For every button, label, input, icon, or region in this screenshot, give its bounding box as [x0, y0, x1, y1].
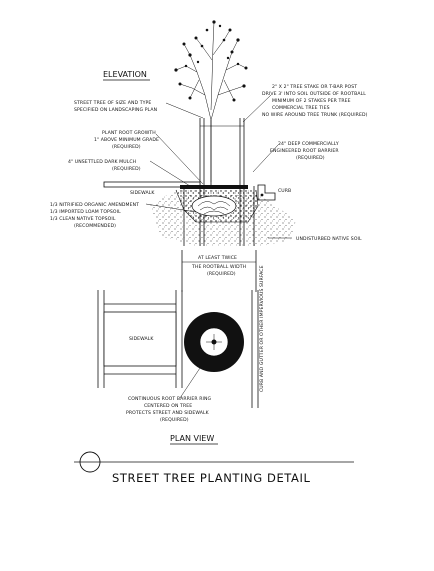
elevation-left-leaders: [145, 102, 204, 213]
svg-text:COMMERCIAL TREE TIES: COMMERCIAL TREE TIES: [272, 105, 330, 111]
soil-mix-label: 1/3 NITRIFIED ORGANIC AMENDMENT 1/3 IMPO…: [50, 202, 139, 229]
root-ring-label: CONTINUOUS ROOT BARRIER RING CENTERED ON…: [126, 396, 212, 423]
svg-text:(REQUIRED): (REQUIRED): [160, 417, 189, 423]
svg-text:1/3 NITRIFIED ORGANIC AMENDMEN: 1/3 NITRIFIED ORGANIC AMENDMENT: [50, 202, 139, 208]
plan-sidewalk-label: SIDEWALK: [129, 336, 154, 342]
svg-text:PROTECTS STREET AND SIDEWALK: PROTECTS STREET AND SIDEWALK: [126, 410, 210, 416]
plant-root-label: PLANT ROOT GROWTH 1" ABOVE MINIMUM GRADE…: [94, 130, 159, 150]
width-label: AT LEAST TWICE THE ROOTBALL WIDTH (REQUI…: [191, 255, 246, 277]
svg-text:24" DEEP COMMERCIALLY: 24" DEEP COMMERCIALLY: [278, 141, 339, 147]
mulch-label: 4" UNSETTLED DARK MULCH (REQUIRED): [68, 159, 141, 172]
svg-text:ENGINEERED ROOT BARRIER: ENGINEERED ROOT BARRIER: [270, 148, 339, 154]
svg-text:MINIMUM OF 2 STAKES PER TREE: MINIMUM OF 2 STAKES PER TREE: [272, 98, 351, 104]
elevation-heading: ELEVATION: [103, 70, 147, 79]
stake-label: 2" X 2" TREE STAKE OR T-BAR POST DRIVE 3…: [262, 84, 368, 118]
tree-leaves: [174, 20, 248, 102]
svg-text:THE ROOTBALL WIDTH: THE ROOTBALL WIDTH: [191, 264, 246, 270]
native-soil-label: UNDISTURBED NATIVE SOIL: [296, 236, 362, 242]
svg-text:NO WIRE AROUND TREE TRUNK (REQ: NO WIRE AROUND TREE TRUNK (REQUIRED): [262, 112, 368, 118]
svg-text:(REQUIRED): (REQUIRED): [112, 144, 141, 150]
svg-text:(RECOMMENDED): (RECOMMENDED): [74, 223, 116, 229]
svg-text:(REQUIRED): (REQUIRED): [112, 166, 141, 172]
root-ring-leader: [179, 367, 201, 399]
plan-view-heading: PLAN VIEW: [170, 434, 214, 443]
roots: [197, 201, 231, 215]
sidewalk-label: SIDEWALK: [130, 190, 155, 196]
mulch-layer: [180, 185, 248, 189]
svg-text:1/3 IMPORTED LOAM TOPSOIL: 1/3 IMPORTED LOAM TOPSOIL: [50, 209, 121, 215]
svg-text:STREET TREE OF SIZE AND TYPE: STREET TREE OF SIZE AND TYPE: [74, 100, 151, 106]
plan-sidewalk-panel: [103, 311, 177, 367]
drawing-title: STREET TREE PLANTING DETAIL: [112, 471, 311, 485]
curb-gutter-mark: [260, 193, 264, 197]
svg-text:SPECIFIED ON LANDSCAPING PLAN: SPECIFIED ON LANDSCAPING PLAN: [74, 107, 157, 113]
svg-text:(REQUIRED): (REQUIRED): [207, 271, 236, 277]
root-barrier-label: 24" DEEP COMMERCIALLY ENGINEERED ROOT BA…: [270, 141, 339, 161]
svg-text:DRIVE 3' INTO SOIL OUTSIDE OF: DRIVE 3' INTO SOIL OUTSIDE OF ROOTBALL: [262, 91, 366, 97]
svg-text:(REQUIRED): (REQUIRED): [296, 155, 325, 161]
svg-text:AT LEAST TWICE: AT LEAST TWICE: [198, 255, 237, 261]
svg-text:1/3 CLEAN NATIVE TOPSOIL: 1/3 CLEAN NATIVE TOPSOIL: [50, 216, 116, 222]
elevation-right-leaders: [242, 94, 292, 239]
svg-text:CENTERED ON TREE: CENTERED ON TREE: [144, 403, 192, 409]
plan-curb-label: CURB AND GUTTER OR OTHER IMPERVIOUS SURF…: [259, 265, 265, 392]
svg-text:1" ABOVE MINIMUM GRADE: 1" ABOVE MINIMUM GRADE: [94, 137, 159, 143]
svg-text:4" UNSETTLED DARK MULCH: 4" UNSETTLED DARK MULCH: [68, 159, 136, 165]
sidewalk-slab: [103, 181, 201, 188]
svg-text:PLANT ROOT GROWTH: PLANT ROOT GROWTH: [102, 130, 156, 136]
curb-label: CURB: [278, 188, 291, 194]
root-ball: [191, 195, 237, 217]
svg-text:CONTINUOUS ROOT BARRIER RING: CONTINUOUS ROOT BARRIER RING: [128, 396, 212, 402]
svg-text:2" X 2" TREE STAKE OR T-BAR PO: 2" X 2" TREE STAKE OR T-BAR POST: [272, 84, 357, 90]
tree-spec-label: STREET TREE OF SIZE AND TYPE SPECIFIED O…: [74, 100, 157, 113]
